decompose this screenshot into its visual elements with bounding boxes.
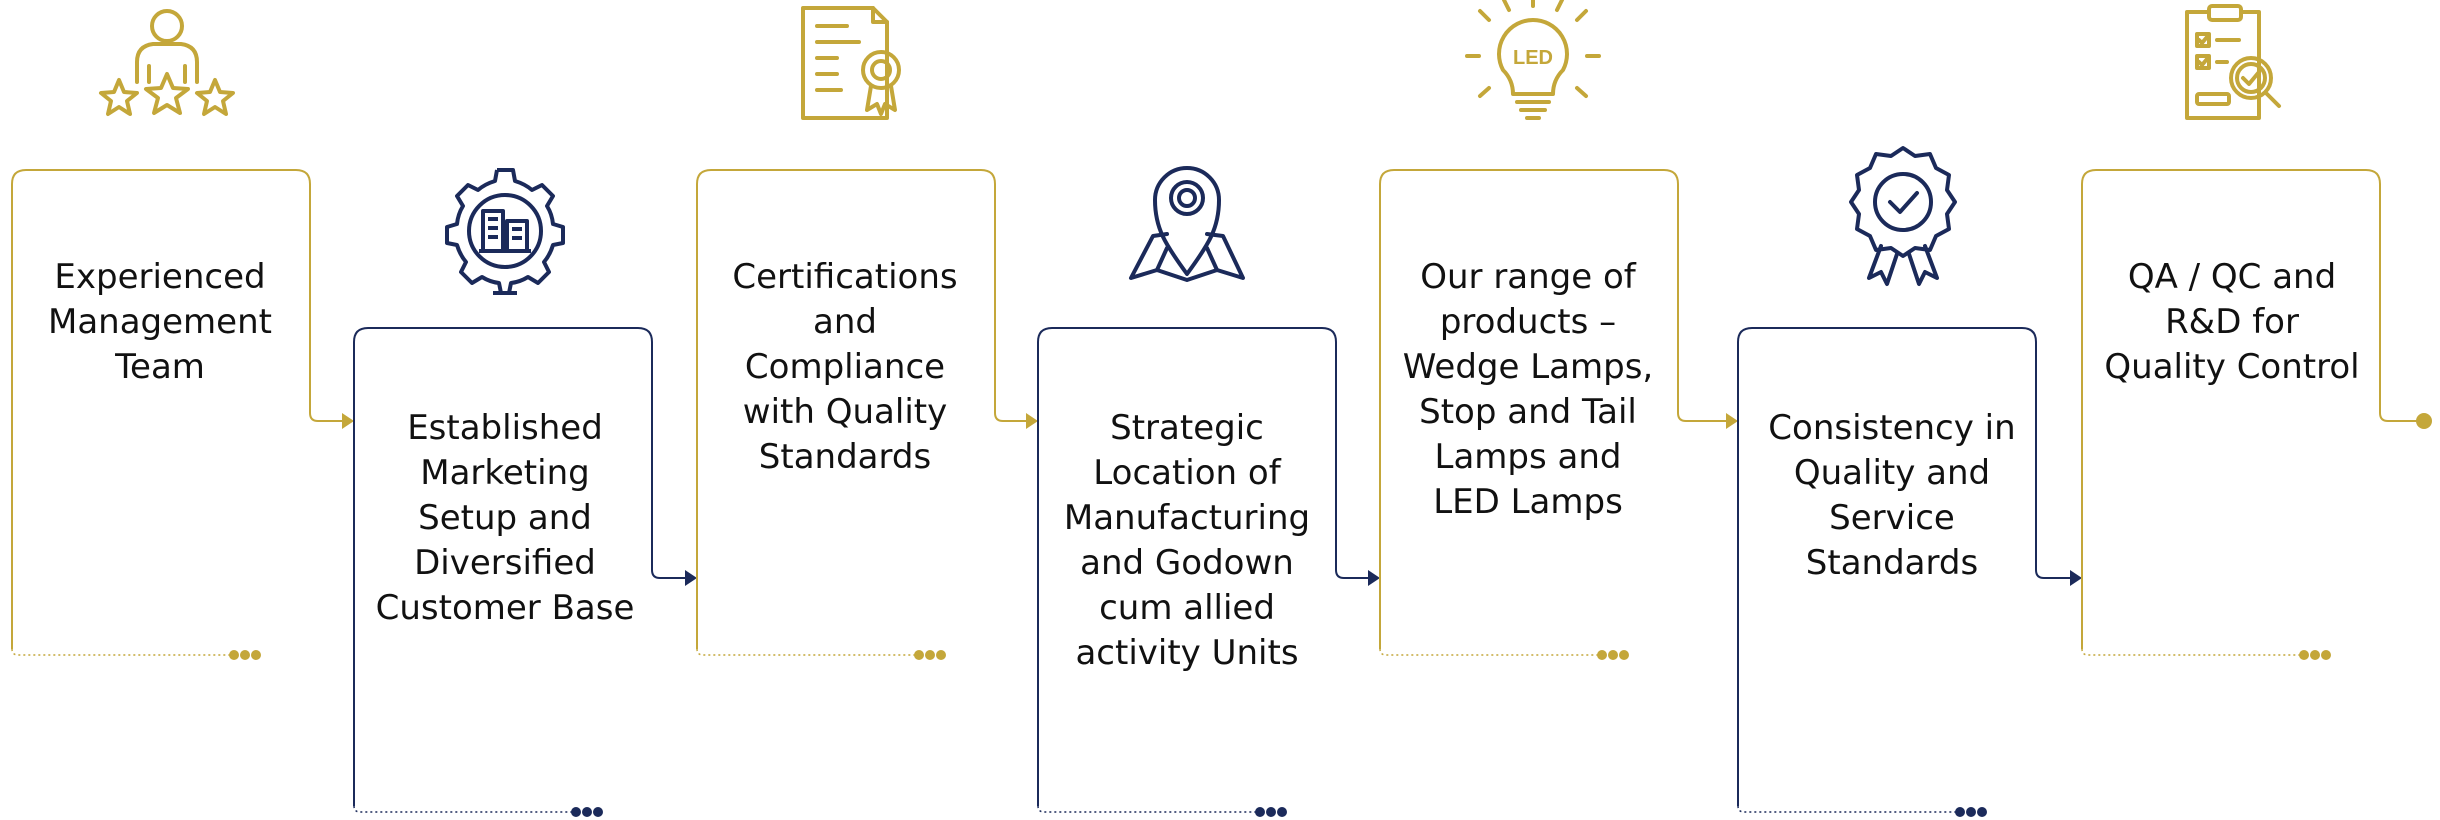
step-box-bottom-3	[696, 648, 915, 656]
led-bulb-icon: LED	[1465, 0, 1601, 120]
step-box-7	[2081, 169, 2389, 649]
step-box-6	[1737, 327, 2045, 806]
step-label-3: Certifications and Compliance with Quali…	[732, 257, 958, 477]
connector-arrowhead-1	[342, 413, 354, 429]
step-box-bottom-1	[11, 648, 230, 656]
step-dot	[593, 807, 603, 817]
step-box-bottom-6	[1737, 805, 1956, 813]
step-dot	[1955, 807, 1965, 817]
certificate-icon	[801, 6, 901, 120]
step-box-5	[1379, 169, 1687, 649]
led-icon-text: LED	[1513, 47, 1553, 69]
step-box-bottom-7	[2081, 648, 2300, 656]
step-box-3	[696, 169, 1004, 649]
step-box-bottom-2	[353, 805, 572, 813]
step-dot	[1266, 807, 1276, 817]
step-box-bottom-5	[1379, 648, 1598, 656]
step-dot	[240, 650, 250, 660]
step-dot	[1597, 650, 1607, 660]
step-dot	[1608, 650, 1618, 660]
connector-arrowhead-6	[2070, 570, 2082, 586]
step-label-7: QA / QC and R&D for Quality Control	[2104, 257, 2360, 387]
step-label-4: Strategic Location of Manufacturing and …	[1063, 408, 1311, 673]
award-badge-icon	[1849, 146, 1957, 286]
step-dot	[2310, 650, 2320, 660]
step-dot	[582, 807, 592, 817]
step-dot	[1255, 807, 1265, 817]
step-box-4	[1037, 327, 1345, 806]
step-box-bottom-4	[1037, 805, 1256, 813]
connector-end-dot	[2416, 413, 2432, 429]
step-dot	[2321, 650, 2331, 660]
step-box-1	[11, 169, 319, 649]
step-label-5: Our range of products – Wedge Lamps, Sto…	[1402, 257, 1654, 522]
step-label-6: Consistency in Quality and Service Stand…	[1768, 408, 2016, 583]
step-label-1: Experienced Management Team	[48, 257, 272, 387]
step-dot	[2299, 650, 2309, 660]
step-dot	[1966, 807, 1976, 817]
step-dot	[251, 650, 261, 660]
gear-buildings-icon	[445, 168, 565, 295]
connector-arrowhead-5	[1726, 413, 1738, 429]
connector-arrowhead-4	[1368, 570, 1380, 586]
step-dot	[925, 650, 935, 660]
step-dot	[936, 650, 946, 660]
clipboard-search-icon	[2185, 4, 2281, 120]
step-box-2	[353, 327, 661, 806]
step-dot	[1277, 807, 1287, 817]
step-dot	[1619, 650, 1629, 660]
step-label-2: Established Marketing Setup and Diversif…	[375, 408, 635, 628]
step-dot	[571, 807, 581, 817]
step-dot	[1977, 807, 1987, 817]
map-pin-icon	[1129, 166, 1245, 282]
step-dot	[229, 650, 239, 660]
connector-arrowhead-2	[685, 570, 697, 586]
connector-arrowhead-3	[1026, 413, 1038, 429]
step-dot	[914, 650, 924, 660]
person-stars-icon	[99, 9, 235, 116]
